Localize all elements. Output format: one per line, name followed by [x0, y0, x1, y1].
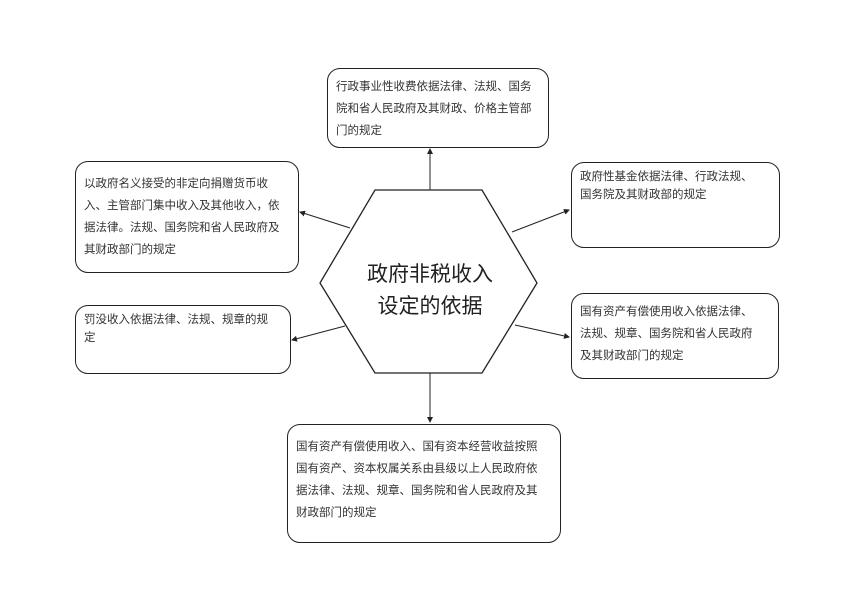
box-line: 以政府名义接受的非定向捐赠货币收 — [84, 176, 268, 190]
box-fines-confiscations: 罚没收入依据法律、法规、规章的规 定 — [75, 305, 291, 374]
box-line: 法规、规章、国务院和省人民政府 — [580, 326, 753, 340]
box-line: 国有资产有偿使用收入依据法律、 — [580, 304, 753, 318]
box-line: 财政部门的规定 — [296, 505, 377, 519]
box-state-capital-income: 国有资产有偿使用收入、国有资本经营收益按照 国有资产、资本权属关系由县级以上人民… — [287, 424, 561, 543]
center-title-line-1: 政府非税收入 — [367, 262, 493, 286]
center-title-line-2: 设定的依据 — [377, 294, 483, 318]
box-line: 定 — [84, 330, 96, 344]
arrow-right-bottom — [514, 324, 570, 339]
box-line: 政府性基金依据法律、行政法规、 — [580, 169, 753, 183]
box-line: 院和省人民政府及其财政、价格主管部 — [336, 101, 532, 115]
box-donation-income: 以政府名义接受的非定向捐赠货币收 入、主管部门集中收入及其他收入，依 据法律。法… — [75, 161, 299, 273]
box-line: 门的规定 — [336, 123, 382, 137]
box-government-funds: 政府性基金依据法律、行政法规、 国务院及其财政部的规定 — [571, 162, 780, 248]
box-line: 其财政部门的规定 — [84, 242, 176, 256]
box-line: 据法律、法规、规章、国务院和省人民政府及其 — [296, 483, 538, 497]
arrow-left-top — [299, 210, 351, 229]
box-administrative-fees: 行政事业性收费依据法律、法规、国务 院和省人民政府及其财政、价格主管部 门的规定 — [327, 68, 549, 148]
box-line: 及其财政部门的规定 — [580, 348, 684, 362]
box-line: 入、主管部门集中收入及其他收入，依 — [84, 198, 280, 212]
box-state-assets-usage: 国有资产有偿使用收入依据法律、 法规、规章、国务院和省人民政府 及其财政部门的规… — [571, 293, 779, 379]
box-line: 国有资产、资本权属关系由县级以上人民政府依 — [296, 461, 538, 475]
box-line: 国务院及其财政部的规定 — [580, 187, 707, 201]
box-line: 据法律。法规、国务院和省人民政府及 — [84, 220, 280, 234]
box-line: 国有资产有偿使用收入、国有资本经营收益按照 — [296, 439, 538, 453]
box-line: 罚没收入依据法律、法规、规章的规 — [84, 312, 268, 326]
center-hexagon — [319, 189, 538, 374]
box-line: 行政事业性收费依据法律、法规、国务 — [336, 79, 532, 93]
arrow-left-bottom — [291, 325, 346, 342]
arrow-right-top — [511, 209, 570, 233]
